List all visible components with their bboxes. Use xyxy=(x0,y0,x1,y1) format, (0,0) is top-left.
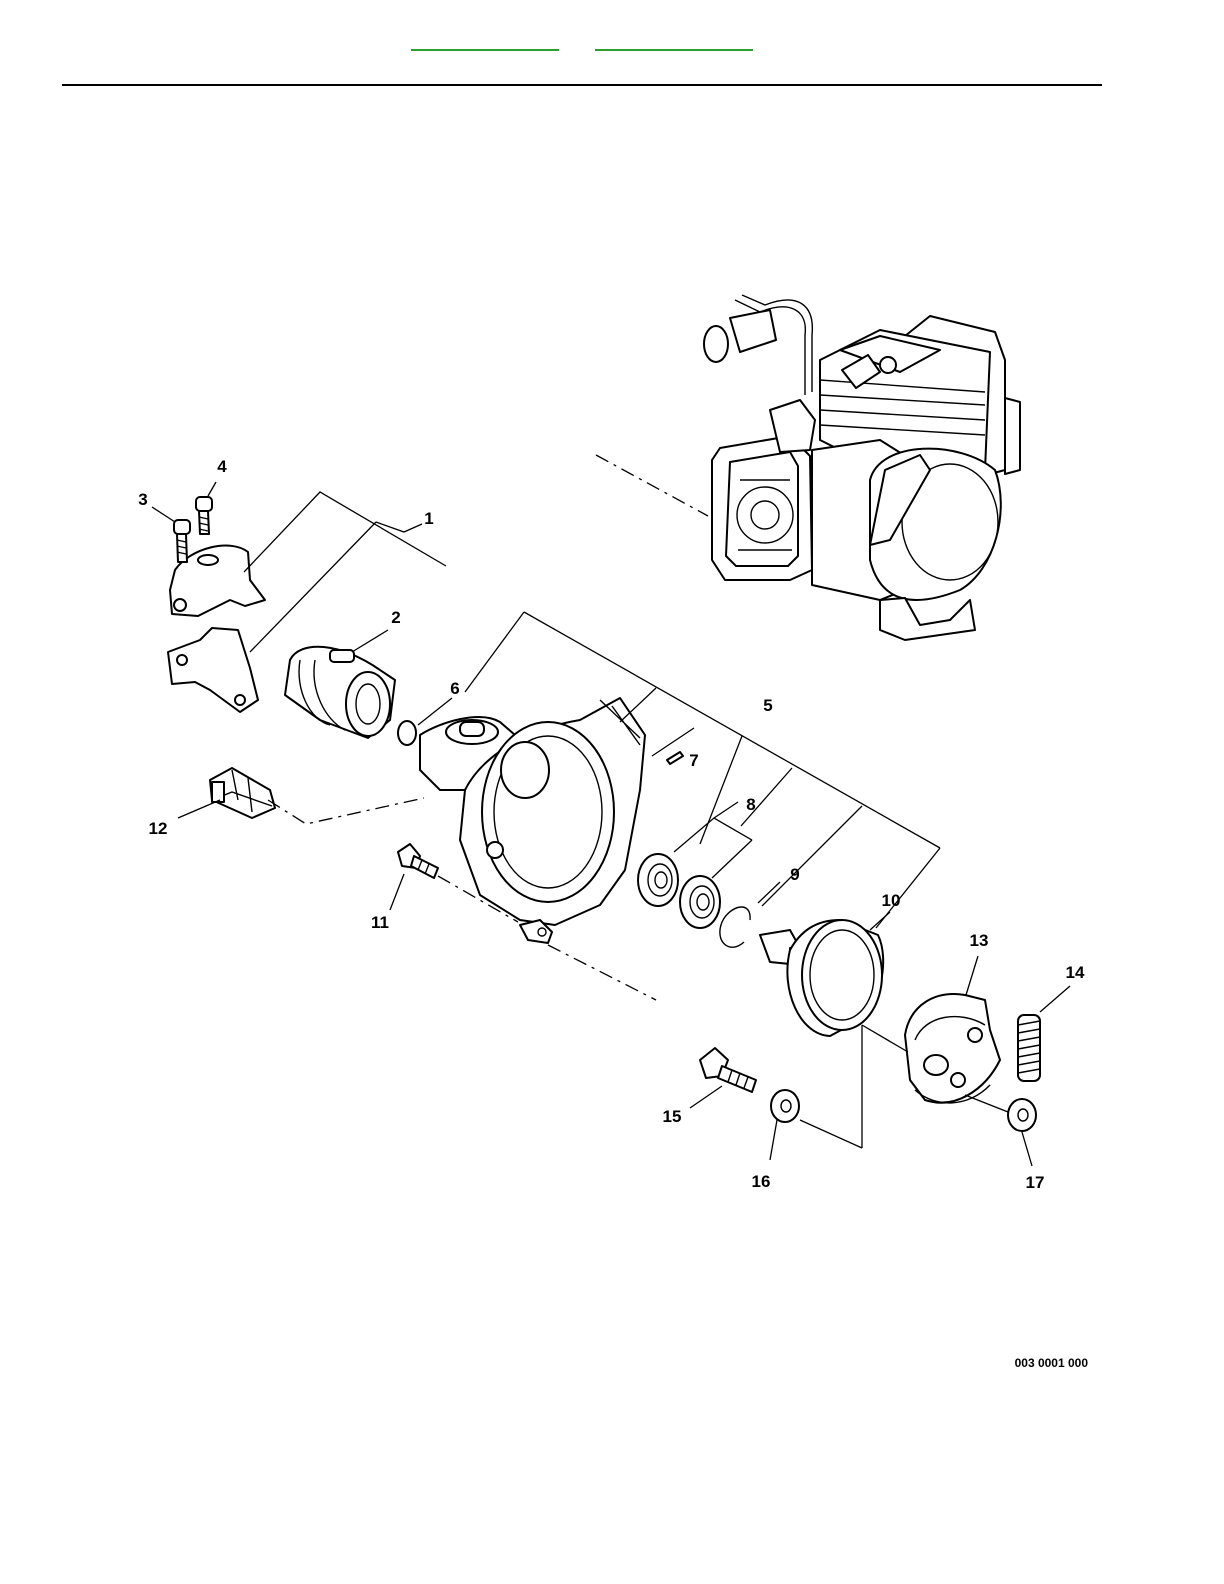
callout-15: 15 xyxy=(663,1107,682,1126)
callout-14: 14 xyxy=(1066,963,1085,982)
part-16-washer-illustration xyxy=(771,1090,799,1122)
callout-5: 5 xyxy=(763,696,772,715)
callout-9: 9 xyxy=(790,865,799,884)
part-17-washer-illustration xyxy=(1008,1099,1036,1131)
part-12-holder-illustration xyxy=(210,768,275,818)
part-1-clamp-illustration xyxy=(168,546,265,712)
callout-1: 1 xyxy=(424,509,433,528)
callout-7: 7 xyxy=(689,751,698,770)
part-15-screw-illustration xyxy=(700,1048,756,1092)
callout-10: 10 xyxy=(882,891,901,910)
callout-16: 16 xyxy=(752,1172,771,1191)
callout-6: 6 xyxy=(450,679,459,698)
part-13-clutch-illustration xyxy=(905,994,1000,1103)
callout-12: 12 xyxy=(149,819,168,838)
part-6-circlip-illustration xyxy=(398,721,416,745)
callout-11: 11 xyxy=(371,913,389,932)
part-5-housing-illustration xyxy=(420,698,645,943)
engine-assembly-illustration xyxy=(704,295,1020,640)
callout-8: 8 xyxy=(746,795,755,814)
part-10-clutch-drum-illustration xyxy=(760,920,883,1036)
part-8-bearing-illustration xyxy=(638,854,720,928)
part-7-pin-illustration xyxy=(667,752,683,764)
callout-4: 4 xyxy=(217,457,227,476)
callout-13: 13 xyxy=(970,931,989,950)
part-9-retaining-ring-illustration xyxy=(720,907,750,947)
part-2-sleeve-illustration xyxy=(285,647,395,738)
part-11-screw-illustration xyxy=(398,844,438,878)
part-4-screw-illustration xyxy=(196,497,212,534)
callout-3: 3 xyxy=(138,490,147,509)
part-14-spring-illustration xyxy=(1018,1015,1040,1081)
drawing-code: 003 0001 000 xyxy=(1015,1356,1089,1370)
part-3-screw-illustration xyxy=(174,520,190,562)
callout-17: 17 xyxy=(1026,1173,1045,1192)
callout-2: 2 xyxy=(391,608,400,627)
